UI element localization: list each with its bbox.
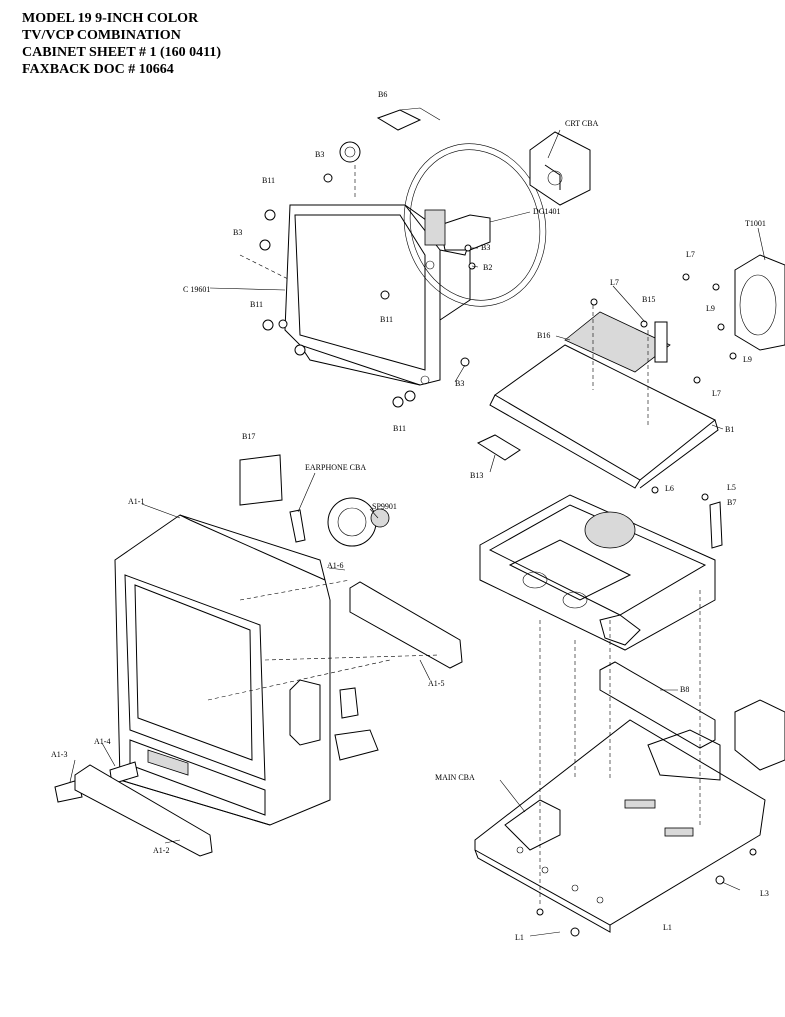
b15-bracket (654, 321, 668, 363)
header-faxback: FAXBACK DOC # 10664 (22, 62, 174, 77)
label-t1001: T1001 (745, 219, 766, 228)
label-b11-left: B11 (250, 300, 263, 309)
label-l7-c: L7 (712, 389, 721, 398)
label-b11-mid: B11 (380, 315, 393, 324)
label-b8: B8 (680, 685, 689, 694)
crt-cba (529, 131, 591, 206)
label-l3: L3 (760, 889, 769, 898)
right-bracket (734, 699, 785, 771)
l6-screw (651, 486, 659, 494)
label-l6: L6 (665, 484, 674, 493)
label-l1-b: L1 (663, 923, 672, 932)
crt-neck (424, 209, 491, 251)
label-b17: B17 (242, 432, 255, 441)
label-sp9901: SP9901 (372, 502, 397, 511)
label-a1-4: A1-4 (94, 737, 110, 746)
label-b6: B6 (378, 90, 387, 99)
label-a1-6: A1-6 (327, 561, 343, 570)
a1-2-panel (74, 764, 213, 857)
label-b3-bottom: B3 (455, 379, 464, 388)
label-l5: L5 (727, 483, 736, 492)
b1-shield-plate (489, 344, 719, 489)
label-b7: B7 (727, 498, 736, 507)
l3-screw-b (749, 848, 757, 856)
label-l7-top: L7 (686, 250, 695, 259)
l5-screw (701, 493, 709, 501)
b16-board (564, 311, 671, 373)
label-b3-left: B3 (233, 228, 242, 237)
label-b13: B13 (470, 471, 483, 480)
label-b2: B2 (483, 263, 492, 272)
label-a1-3: A1-3 (51, 750, 67, 759)
label-c19601: C 19601 (183, 285, 210, 294)
b7-bracket (709, 501, 723, 549)
part-labels: B6 CRT CBA B3 B11 B3 C 19601 B11 B11 B3 … (51, 90, 769, 942)
label-b3-neck: B3 (481, 243, 490, 252)
label-l1-a: L1 (515, 933, 524, 942)
label-b11-bottom: B11 (393, 424, 406, 433)
speaker-ring (339, 141, 361, 163)
label-a1-5: A1-5 (428, 679, 444, 688)
label-earphone-cba: EARPHONE CBA (305, 463, 366, 472)
header-model: MODEL 19 9-INCH COLOR (22, 11, 199, 26)
label-main-cba: MAIN CBA (435, 773, 475, 782)
label-l9-b: L9 (743, 355, 752, 364)
leader-lines (69, 129, 766, 937)
l3-screw (715, 875, 725, 885)
label-b16: B16 (537, 331, 550, 340)
label-b11-top: B11 (262, 176, 275, 185)
main-cba-board (474, 719, 766, 933)
label-a1-2: A1-2 (153, 846, 169, 855)
b1-screws (590, 273, 737, 384)
deflection-yoke (403, 143, 547, 307)
b13-clip (476, 434, 521, 461)
label-l7-b: L7 (610, 278, 619, 287)
t1001-transformer (734, 254, 785, 351)
label-b3-top: B3 (315, 150, 324, 159)
label-b1: B1 (725, 425, 734, 434)
l1-screw-b (570, 927, 580, 937)
sp9901-speaker (327, 497, 390, 547)
a1-5-bracket (349, 581, 463, 669)
label-b15: B15 (642, 295, 655, 304)
label-dg401: DG1401 (533, 207, 561, 216)
label-l9-a: L9 (706, 304, 715, 313)
vcr-deck (479, 494, 716, 651)
b6-bracket (376, 107, 441, 131)
b17-sheet (239, 454, 283, 506)
a1-1-cabinet (114, 514, 331, 826)
label-crt-cba: CRT CBA (565, 119, 599, 128)
side-bracket (334, 687, 379, 761)
l1-screw-a (536, 908, 544, 916)
document-header: MODEL 19 9-INCH COLOR TV/VCP COMBINATION… (22, 10, 221, 78)
label-a1-1: A1-1 (128, 497, 144, 506)
earphone-cba (289, 509, 306, 543)
header-product: TV/VCP COMBINATION (22, 28, 181, 43)
b8-bracket (599, 661, 716, 749)
header-sheet: CABINET SHEET # 1 (160 0411) (22, 45, 222, 60)
